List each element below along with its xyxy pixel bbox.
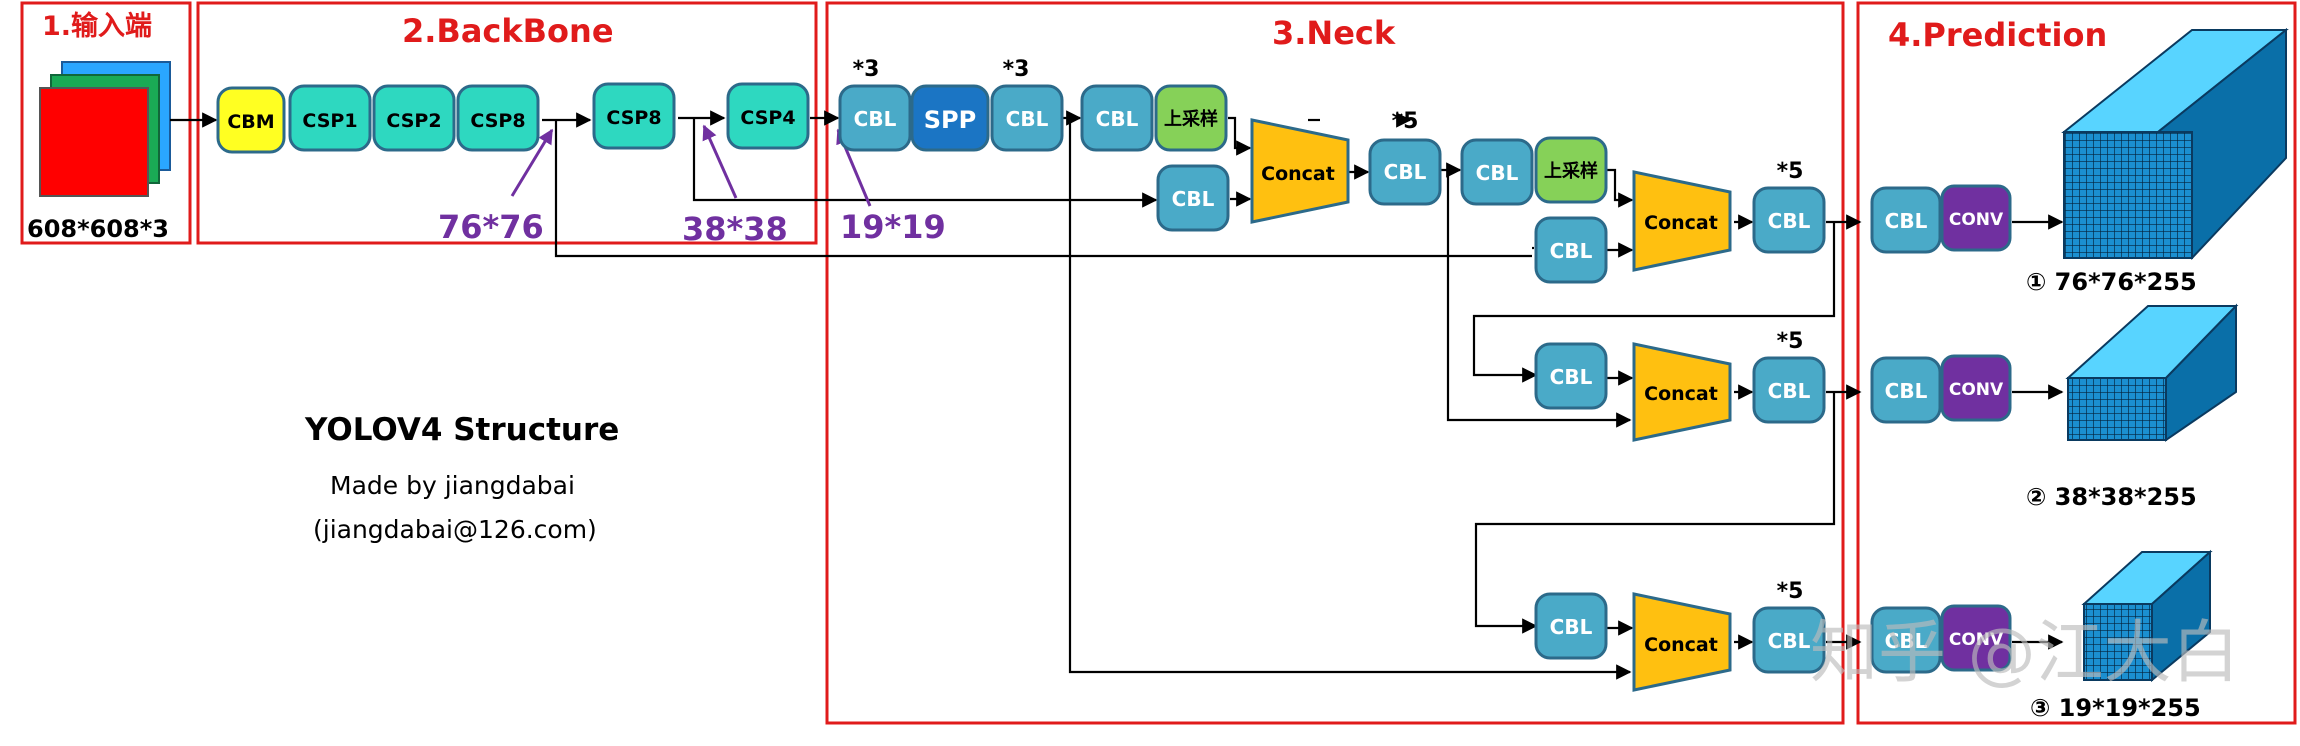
backbone-section-title: 2.BackBone [402, 12, 614, 50]
concat-block-4 [1632, 592, 1732, 692]
csp2-block [372, 84, 456, 152]
section-frames [20, 1, 2297, 725]
output-size-1: ① 76*76*255 [2026, 268, 2197, 296]
concat-label: Concat [1261, 163, 1335, 185]
cbl-block-out-2 [1752, 356, 1826, 424]
backbone-section-frame [196, 1, 818, 245]
csp1-label: CSP1 [302, 110, 357, 132]
csp4-label: CSP4 [740, 107, 795, 129]
multiplier-x5-1: *5 [1392, 109, 1419, 134]
input-size-label: 608*608*3 [27, 215, 169, 243]
cbm-label: CBM [227, 111, 274, 133]
cbl-block-out-3 [1752, 606, 1826, 674]
pred-conv-2 [1940, 354, 2012, 422]
cbl-label: CBL [1550, 365, 1593, 389]
cbl-block-bottom-in [1534, 592, 1608, 660]
cbl-label: CBL [1476, 161, 1519, 185]
cbl-label: CBL [1550, 239, 1593, 263]
prediction-heads: CBL CONV CBL CONV CBL CONV [1870, 184, 2012, 674]
concat-label: Concat [1644, 383, 1718, 405]
watermark-text: 知乎 @江大白 [1810, 614, 2240, 693]
cbl-block-spp-out [990, 84, 1064, 152]
cbl-label: CBL [1550, 615, 1593, 639]
cbl-label: CBL [1768, 629, 1811, 653]
cbl-label: CBL [1885, 379, 1928, 403]
pred-cbl-2 [1870, 356, 1942, 424]
multiplier-x5-2: *5 [1777, 159, 1804, 184]
caption-email: (jiangdabai@126.com) [313, 515, 597, 544]
pred-cbl-3 [1870, 606, 1942, 674]
cbl-block-neck-4 [1460, 138, 1534, 206]
backbone-blocks: CBM CSP1 CSP2 CSP8 CSP8 CSP4 [216, 82, 810, 154]
csp8-block-2 [592, 82, 676, 150]
caption-author: Made by jiangdabai [330, 471, 575, 500]
conv-label: CONV [1949, 210, 2004, 230]
prediction-section-frame [1856, 1, 2297, 725]
upsample-block-1 [1154, 84, 1228, 152]
multiplier-x5-3: *5 [1777, 329, 1804, 354]
cbl-label: CBL [1384, 160, 1427, 184]
neck-blocks: *3 *3 CBL SPP CBL CBL 上采样 CBL Concat *5 … [838, 57, 1826, 692]
output-cube-76 [2061, 27, 2289, 260]
csp8-label-1: CSP8 [470, 110, 525, 132]
concat-label: Concat [1644, 634, 1718, 656]
prediction-section-title: 4.Prediction [1888, 16, 2107, 54]
output-cube-19 [2081, 549, 2213, 683]
output-size-2: ② 38*38*255 [2026, 483, 2197, 511]
caption-title: YOLOV4 Structure [304, 412, 619, 448]
csp4-block [726, 82, 810, 150]
upsample-label: 上采样 [1544, 160, 1598, 182]
input-section-title: 1.输入端 [42, 10, 152, 42]
cbl-block-neck-3 [1368, 138, 1442, 206]
concat-block-3 [1632, 342, 1732, 442]
concat-label: Concat [1644, 212, 1718, 234]
cbl-block-out-1 [1752, 186, 1826, 254]
cbl-label: CBL [1096, 107, 1139, 131]
pred-conv-1 [1940, 184, 2012, 252]
pred-cbl-1 [1870, 186, 1942, 254]
spp-block [910, 84, 990, 152]
cbl-block-spp-in [838, 84, 912, 152]
cbl-block-neck-2 [1156, 164, 1230, 232]
concat-block-1 [1250, 118, 1350, 224]
upsample-block-2 [1534, 136, 1608, 204]
upsample-label: 上采样 [1164, 108, 1218, 130]
cbl-label: CBL [1768, 209, 1811, 233]
feature-size-19: 19*19 [840, 208, 946, 246]
input-section-frame [20, 1, 192, 245]
cbl-label: CBL [854, 107, 897, 131]
cbl-label: CBL [1006, 107, 1049, 131]
cbl-label: CBL [1885, 209, 1928, 233]
spp-label: SPP [924, 106, 976, 134]
cbl-block-neck-5 [1534, 216, 1608, 284]
cbl-label: CBL [1768, 379, 1811, 403]
feature-size-38: 38*38 [682, 210, 788, 248]
cbm-block [216, 86, 286, 154]
csp1-block [288, 84, 372, 152]
conv-label: CONV [1949, 380, 2004, 400]
output-size-3: ③ 19*19*255 [2030, 694, 2201, 722]
concat-block-2 [1632, 170, 1732, 272]
pred-conv-3 [1940, 604, 2012, 672]
input-image-icon [39, 61, 171, 197]
output-cube-38 [2065, 303, 2239, 442]
multiplier-x5-4: *5 [1777, 579, 1804, 604]
cbl-block-neck-1 [1080, 84, 1154, 152]
cbl-label: CBL [1172, 187, 1215, 211]
cbl-label: CBL [1885, 629, 1928, 653]
csp2-label: CSP2 [386, 110, 441, 132]
csp8-label-2: CSP8 [606, 107, 661, 129]
connector-lines [170, 110, 2064, 680]
feature-size-76: 76*76 [438, 208, 544, 246]
csp8-block-1 [456, 84, 540, 152]
spp-multiplier-right: *3 [1003, 57, 1030, 82]
cbl-block-mid-in [1534, 342, 1608, 410]
neck-section-frame [825, 1, 1845, 725]
neck-section-title: 3.Neck [1272, 14, 1396, 52]
spp-multiplier-left: *3 [853, 57, 880, 82]
conv-label: CONV [1949, 630, 2004, 650]
